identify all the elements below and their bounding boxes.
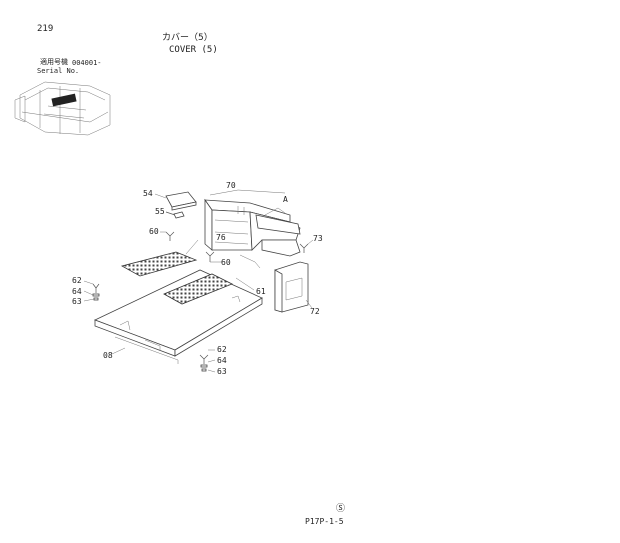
- view-marker-a: A: [283, 195, 288, 204]
- part-54-plate: [165, 191, 197, 211]
- page-code: P17P-1-5: [305, 517, 344, 526]
- title-english: COVER (5): [169, 45, 218, 55]
- part-60-clip-right: [205, 251, 222, 263]
- serial-label-english: Serial No.: [37, 67, 80, 75]
- callout-63-lower: 63: [217, 367, 227, 376]
- callout-61: 61: [256, 287, 266, 296]
- part-70-bracket: [204, 189, 301, 269]
- page-number: 219: [37, 24, 54, 34]
- callout-62-lower: 62: [217, 345, 227, 354]
- part-72-side-cover: [274, 261, 313, 313]
- part-60-clip-left: [160, 231, 175, 241]
- copyright-icon: Ⓢ: [336, 504, 346, 514]
- callout-60-right: 60: [221, 258, 231, 267]
- callout-76: 76: [216, 233, 226, 242]
- callout-70: 70: [226, 181, 236, 190]
- callout-73: 73: [313, 234, 323, 243]
- part-62-64-63-fastener-lower: [199, 349, 216, 373]
- callout-72: 72: [310, 307, 320, 316]
- callout-63-left: 63: [72, 297, 82, 306]
- callout-60-left: 60: [149, 227, 159, 236]
- callout-64-lower: 64: [217, 356, 227, 365]
- part-55-bolt: [165, 211, 185, 219]
- callout-54: 54: [143, 189, 153, 198]
- part-76-step-plate-lower: [163, 273, 233, 305]
- callout-62-left: 62: [72, 276, 82, 285]
- leader-76: [185, 239, 199, 255]
- part-62-64-63-fastener-left: [83, 280, 100, 302]
- part-76-step-plate-upper: [120, 251, 198, 277]
- leader-61: [235, 277, 255, 291]
- callout-08: 08: [103, 351, 113, 360]
- callout-64-left: 64: [72, 287, 82, 296]
- serial-value: 004001-: [72, 59, 102, 67]
- part-08-floor-plate: [93, 269, 263, 364]
- leader-08: [111, 347, 126, 355]
- leader-54: [154, 193, 167, 199]
- serial-label-japanese: 適用号機: [40, 58, 68, 66]
- part-73-bolt: [299, 239, 314, 253]
- machine-locator-thumbnail: [14, 81, 111, 136]
- title-japanese: カバー（5）: [162, 33, 213, 43]
- callout-55: 55: [155, 207, 165, 216]
- leader-70: [209, 189, 239, 196]
